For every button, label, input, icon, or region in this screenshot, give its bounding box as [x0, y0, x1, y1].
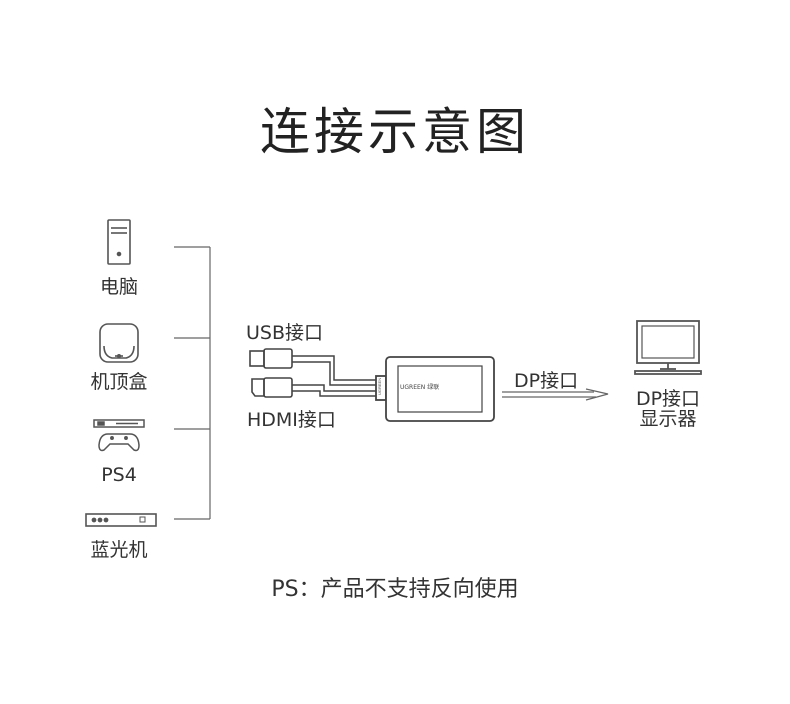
dp-output-arrow — [502, 388, 609, 401]
monitor-icon — [634, 320, 702, 375]
device-bracket — [174, 246, 211, 520]
device-label-ps4: PS4 — [101, 464, 137, 486]
usb-port-label: USB接口 — [246, 322, 324, 344]
cables — [310, 355, 376, 397]
usb-plug — [249, 348, 310, 369]
hdmi-plug — [251, 377, 310, 398]
adapter-brand-label: UGREEN 绿联 — [400, 384, 440, 391]
game-console-icon — [93, 419, 145, 452]
page-title: 连接示意图 — [260, 103, 530, 161]
set-top-box-icon — [99, 323, 139, 363]
display-label-port: DP接口 — [635, 388, 701, 410]
display-label-name: 显示器 — [639, 408, 697, 430]
dp-port-label: DP接口 — [514, 370, 579, 392]
usage-note: PS：产品不支持反向使用 — [271, 577, 519, 602]
bluray-player-icon — [85, 513, 157, 527]
device-label-computer: 电脑 — [99, 276, 138, 298]
device-label-set-top-box: 机顶盒 — [90, 371, 148, 393]
adapter-box: UGREEN — [375, 356, 495, 422]
svg-text:UGREEN: UGREEN — [377, 378, 382, 395]
hdmi-port-label: HDMI接口 — [247, 409, 336, 431]
desktop-tower-icon — [107, 219, 131, 265]
device-label-bluray: 蓝光机 — [90, 539, 148, 561]
